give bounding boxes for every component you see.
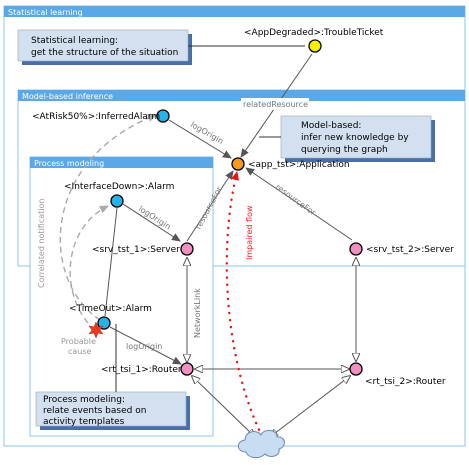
node-application[interactable]: <app_tst>:Application bbox=[231, 157, 350, 171]
network-cloud-icon bbox=[237, 429, 285, 459]
process-note-line-3: activity templates bbox=[43, 417, 125, 427]
edge-label-correlated-notification: Correlated notification bbox=[37, 199, 46, 288]
node-label-timeout-alarm: <TimeOut>:Alarm bbox=[69, 304, 152, 314]
statistical-note-line-2: get the structure of the situation bbox=[31, 48, 178, 58]
edge-link-router1-cloud bbox=[192, 376, 255, 437]
node-label-interface-alarm: <InterfaceDown>:Alarm bbox=[64, 182, 174, 192]
edge-server2-resource-for bbox=[245, 167, 353, 241]
statistical-learning-panel-title: Statistical learning bbox=[8, 8, 83, 17]
edge-label-network-link: NetworkLink bbox=[193, 288, 202, 338]
edge-label-probable-cause-2: cause bbox=[68, 347, 92, 356]
node-interface-alarm[interactable]: <InterfaceDown>:Alarm bbox=[64, 182, 174, 208]
edge-inferred-log-origin bbox=[168, 119, 232, 159]
model-note-line-2: infer new knowledge by bbox=[301, 133, 409, 143]
model-note-line-1: Model-based: bbox=[301, 121, 361, 131]
edge-probable-cause bbox=[69, 205, 109, 331]
node-timeout-alarm[interactable]: <TimeOut>:Alarm bbox=[69, 304, 152, 330]
edge-label-timeout-log-origin: logOrigin bbox=[126, 342, 162, 351]
edge-interface-log-origin bbox=[122, 203, 181, 242]
edge-correlated-notification bbox=[59, 114, 157, 321]
node-router1[interactable]: <rt_tsi_1>:Router bbox=[101, 362, 194, 376]
edge-label-impaired-flow: Impaired flow bbox=[245, 205, 254, 260]
process-modeling-note: Process modeling: relate events based on… bbox=[35, 391, 190, 430]
model-note-line-3: querying the graph bbox=[301, 145, 388, 155]
node-label-server1: <srv_tst_1>:Server bbox=[92, 245, 180, 255]
edge-impaired-flow bbox=[225, 170, 264, 438]
process-note-line-2: relate events based on bbox=[43, 406, 146, 416]
edge-label-related-resource: relatedResource bbox=[243, 100, 308, 109]
edge-link-router2-cloud bbox=[270, 376, 350, 437]
node-label-application: <app_tst>:Application bbox=[248, 160, 350, 170]
node-inferred-alarm[interactable]: <AtRisk50%>:InferredAlarm bbox=[32, 109, 170, 123]
node-label-server2: <srv_tst_2>:Server bbox=[366, 245, 454, 255]
model-based-inference-panel-title: Model-based inference bbox=[22, 92, 113, 101]
node-router2[interactable]: <rt_tsi_2>:Router bbox=[349, 362, 446, 387]
node-server2[interactable]: <srv_tst_2>:Server bbox=[349, 242, 454, 256]
node-label-router2: <rt_tsi_2>:Router bbox=[365, 377, 446, 387]
node-label-trouble-ticket: <AppDegraded>:TroubleTicket bbox=[244, 28, 384, 38]
statistical-note-line-1: Statistical learning: bbox=[31, 36, 118, 46]
edge-interface-timeout bbox=[104, 207, 118, 317]
node-label-inferred-alarm: <AtRisk50%>:InferredAlarm bbox=[32, 112, 160, 122]
edge-timeout-log-origin bbox=[109, 326, 182, 365]
node-label-router1: <rt_tsi_1>:Router bbox=[101, 365, 182, 375]
probable-cause-star-icon bbox=[88, 321, 104, 339]
edge-label-probable-cause-1: Probable bbox=[61, 337, 96, 346]
statistical-learning-note: Statistical learning: get the structure … bbox=[17, 29, 192, 65]
node-server1[interactable]: <srv_tst_1>:Server bbox=[92, 242, 194, 256]
process-note-line-1: Process modeling: bbox=[43, 395, 125, 405]
node-trouble-ticket[interactable]: <AppDegraded>:TroubleTicket bbox=[244, 28, 384, 53]
process-modeling-panel-title: Process modeling bbox=[34, 159, 104, 168]
edge-server1-resource-for bbox=[186, 170, 234, 242]
model-based-note: Model-based: infer new knowledge by quer… bbox=[280, 115, 435, 162]
